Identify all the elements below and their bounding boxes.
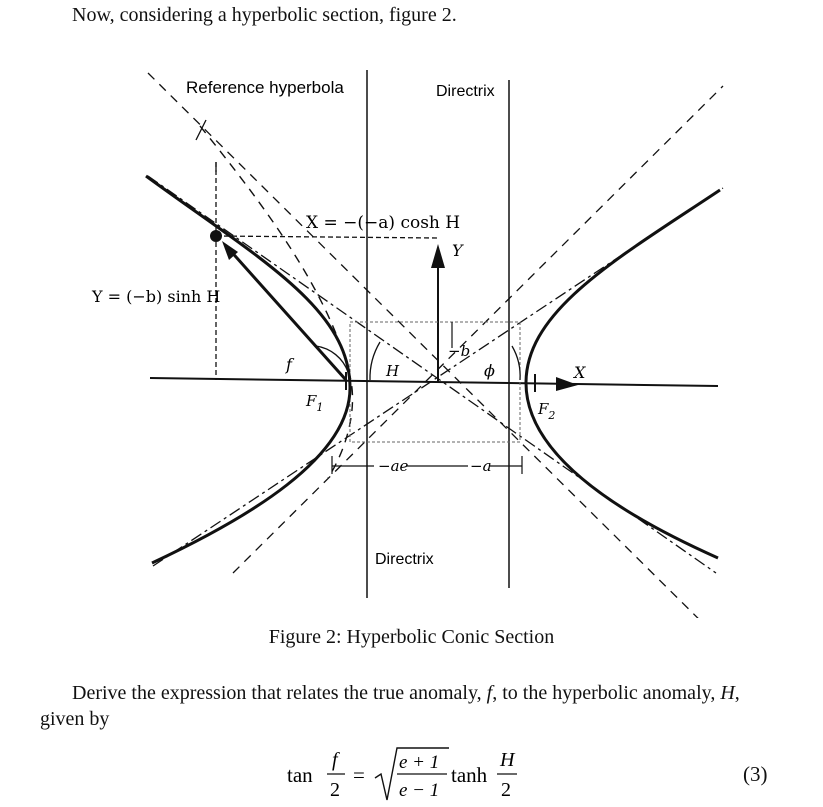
figure-caption: Figure 2: Hyperbolic Conic Section bbox=[268, 626, 555, 648]
label-x-axis: X bbox=[572, 363, 586, 382]
intro-text: Now, considering a hyperbolic section, f… bbox=[72, 4, 457, 26]
hyperbola-figure: Reference hyperbola Directrix Directrix … bbox=[88, 58, 748, 649]
label-x-equation: X = −(−a) cosh H bbox=[306, 213, 460, 233]
para-part-2: , to the hyperbolic anomaly, bbox=[492, 682, 721, 704]
eq-equals: = bbox=[353, 763, 365, 787]
hyperbola-left-branch bbox=[145, 174, 352, 565]
label-phi: ϕ bbox=[484, 361, 495, 380]
sqrt-sign bbox=[374, 747, 449, 801]
radius-vector-arrow bbox=[222, 241, 238, 260]
projection-horizontal bbox=[215, 235, 439, 239]
label-directrix-bottom: Directrix bbox=[375, 551, 434, 568]
label-f: f bbox=[285, 355, 295, 374]
hyperbola-right-branch bbox=[524, 188, 721, 560]
equation-number: (3) bbox=[743, 762, 768, 786]
para-part-1: Derive the expression that relates the t… bbox=[72, 682, 487, 704]
equation-3: tan f 2 = e + 1 e − 1 tanh H 2 bbox=[287, 747, 517, 801]
para-f: f bbox=[486, 682, 493, 704]
eq-denominator: e − 1 bbox=[399, 780, 439, 801]
reference-tick bbox=[195, 119, 207, 141]
x-axis-line bbox=[149, 377, 719, 387]
label-directrix-top: Directrix bbox=[436, 83, 495, 100]
para-h: H bbox=[720, 682, 735, 704]
body-paragraph: Derive the expression that relates the t… bbox=[40, 680, 780, 732]
y-axis-arrow bbox=[431, 244, 445, 268]
radius-vector bbox=[226, 247, 348, 381]
label-f2: F2 bbox=[537, 400, 555, 422]
label-reference-hyperbola: Reference hyperbola bbox=[186, 78, 344, 97]
label-minus-a: −a bbox=[470, 457, 492, 475]
eq-f: f bbox=[332, 749, 340, 771]
eq-two-2: 2 bbox=[501, 779, 511, 801]
angle-h-arc bbox=[369, 341, 381, 381]
eq-h: H bbox=[499, 749, 516, 771]
eq-tan: tan bbox=[287, 763, 313, 787]
eq-two-1: 2 bbox=[330, 779, 340, 801]
equation-row: tan f 2 = e + 1 e − 1 tanh H 2 (3) bbox=[0, 744, 823, 804]
label-h: H bbox=[385, 362, 400, 380]
hyperbola-point bbox=[210, 230, 222, 242]
label-y-equation: Y = (−b) sinh H bbox=[91, 287, 220, 306]
x-axis-arrow bbox=[556, 377, 578, 391]
label-minus-b: −b bbox=[448, 342, 470, 360]
asymptote-2 bbox=[232, 85, 724, 574]
eq-tanh: tanh bbox=[451, 763, 488, 787]
angle-f-arc bbox=[315, 345, 349, 373]
angle-phi-arc bbox=[511, 345, 521, 381]
label-f1: F1 bbox=[305, 392, 323, 414]
label-minus-ae: −ae bbox=[378, 457, 409, 475]
hyperbola-diagram: Reference hyperbola Directrix Directrix … bbox=[91, 70, 729, 649]
eq-numerator: e + 1 bbox=[399, 752, 439, 773]
para-part-3: , given by bbox=[40, 682, 740, 730]
reference-hyperbola bbox=[199, 125, 354, 479]
asymptote-1 bbox=[147, 72, 729, 649]
label-y-axis: Y bbox=[452, 241, 464, 260]
